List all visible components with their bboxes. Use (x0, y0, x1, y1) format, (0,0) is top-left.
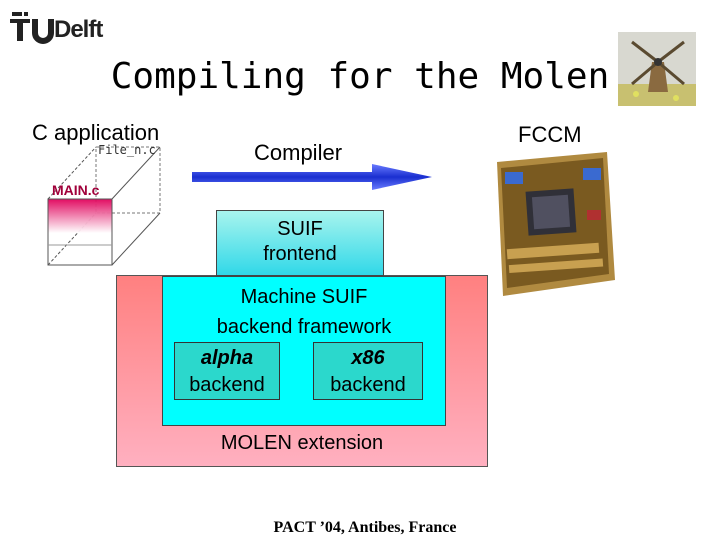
footer-text: PACT ’04, Antibes, France (0, 519, 720, 537)
x86-backend-box: x86 backend (313, 342, 423, 400)
file-n-label: File_n.c (98, 143, 156, 157)
machine-suif-line1: Machine SUIF (163, 282, 445, 312)
x86-backend-label: backend (314, 372, 422, 399)
main-c-label: MAIN.c (52, 182, 99, 198)
alpha-backend-label: backend (175, 372, 279, 399)
x86-arch-label: x86 (314, 345, 422, 372)
windmill-image (618, 32, 696, 106)
fccm-label: FCCM (518, 122, 582, 148)
compiler-arrow (192, 162, 432, 192)
suif-frontend-line1: SUIF (217, 217, 383, 242)
logo-wordmark: Delft (54, 16, 102, 44)
alpha-backend-box: alpha backend (174, 342, 280, 400)
suif-frontend-line2: frontend (217, 242, 383, 267)
fccm-board-image (487, 150, 620, 300)
slide-title: Compiling for the Molen (0, 56, 720, 97)
alpha-arch-label: alpha (175, 345, 279, 372)
machine-suif-line2: backend framework (163, 312, 445, 342)
suif-frontend-box: SUIF frontend (216, 210, 384, 276)
source-file-stack (46, 145, 166, 270)
molen-extension-label: MOLEN extension (116, 432, 488, 455)
